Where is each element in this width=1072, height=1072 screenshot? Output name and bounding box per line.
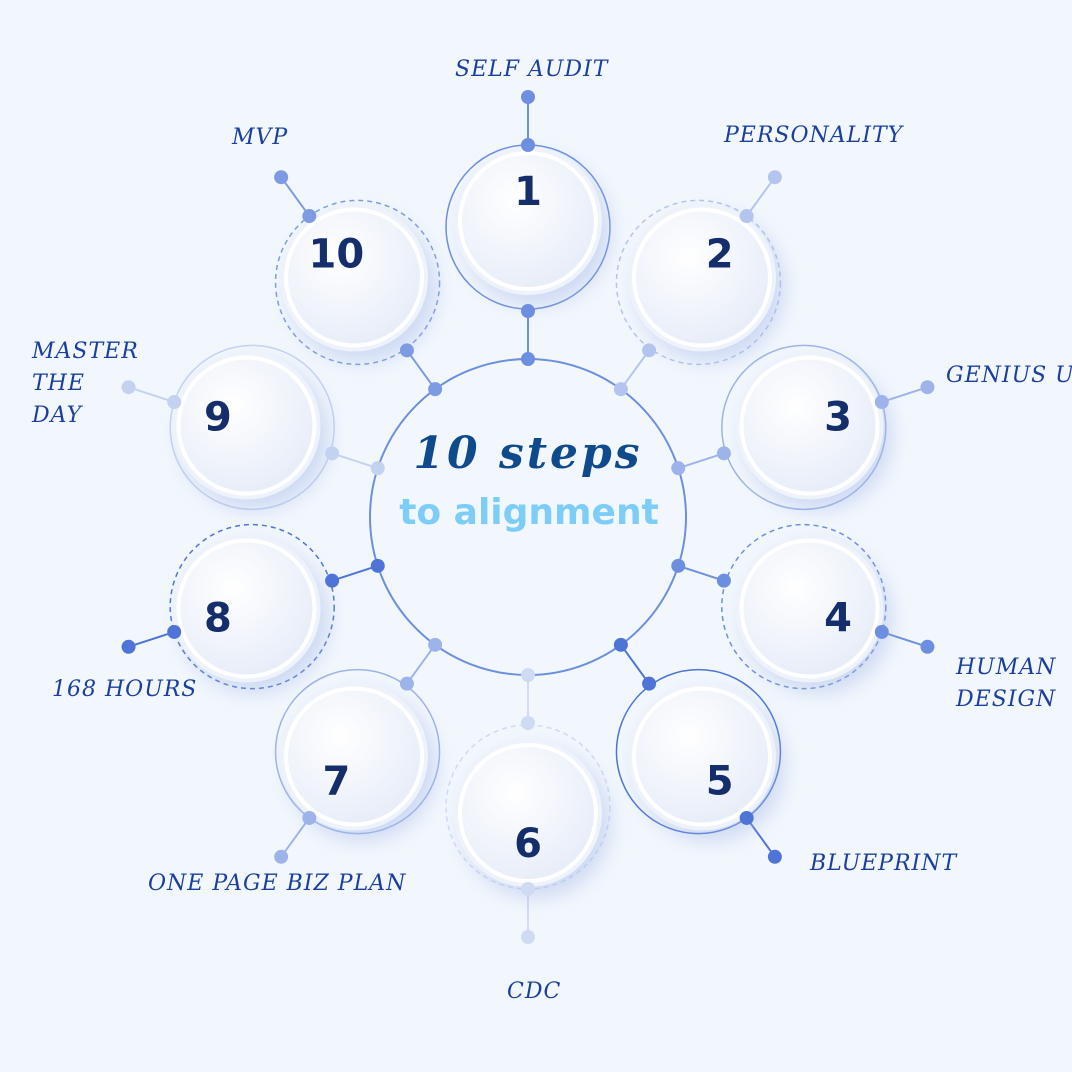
connector-dot [739,810,754,825]
connector-line [406,644,436,685]
connector-dot [767,170,782,185]
connector-dot [642,343,657,358]
label-step-7: ONE PAGE BIZ PLAN [148,871,407,896]
label-step-10: MVP [232,125,289,150]
connector-dot [739,209,754,224]
step-number-5: 5 [706,759,734,805]
connector-dot [121,639,136,654]
label-step-2: PERSONALITY [724,123,904,148]
label-step-9: MASTER THE DAY [32,339,139,428]
connector-dot [428,382,443,397]
connector-dot [521,882,535,896]
connector-dot [167,395,182,410]
step-disc [284,686,425,827]
label-step-4: HUMAN DESIGN [956,655,1057,712]
step-disc [284,207,425,348]
label-step-1: SELF AUDIT [455,57,609,82]
step-number-8: 8 [204,596,232,642]
step-number-10: 10 [309,231,365,277]
connector-dot [642,676,657,691]
step-number-4: 4 [824,596,852,642]
connector-dot [521,668,535,682]
connector-dot [716,573,731,588]
connector-dot [613,382,628,397]
step-ring [615,668,782,835]
connector-dot [767,849,782,864]
connector-dot [521,304,535,318]
label-step-3: GENIUS U [946,363,1072,388]
title-line-2: to alignment [399,492,659,533]
connector-dot [874,395,889,410]
connector-line [331,564,379,582]
connector-dot [521,138,535,152]
step-number-1: 1 [514,169,542,215]
connector-line [745,817,776,858]
connector-dot [613,637,628,652]
step-ring [721,344,887,511]
connector-dot [325,446,340,461]
connector-line [881,386,928,403]
step-disc [631,686,772,827]
step-disc [739,355,880,496]
connector-line [620,644,650,685]
connector-line [677,564,725,582]
connector-dot [521,716,535,730]
step-ring [169,523,335,690]
title-line-1: 10 steps [413,428,643,479]
connector-dot [302,810,317,825]
connector-dot [325,573,340,588]
connector-dot [167,624,182,639]
connector-dot [274,170,289,185]
connector-line [128,386,175,403]
step-disc [739,538,880,679]
connector-dot [874,624,889,639]
connector-dot [121,380,136,395]
step-disc [458,743,598,883]
connector-dot [521,930,535,944]
label-step-5: BLUEPRINT [810,851,958,876]
step-disc [176,538,317,679]
connector-dot [370,461,385,476]
connector-dot [671,461,686,476]
connector-line [881,631,928,648]
step-ring [274,668,441,835]
label-step-8: 168 HOURS [52,677,198,702]
step-ring [615,199,782,366]
connector-dot [370,558,385,573]
step-disc [631,207,772,348]
step-ring [169,344,335,511]
connector-dot [428,637,443,652]
step-number-7: 7 [322,759,350,805]
step-ring [274,199,441,366]
connector-dot [399,343,414,358]
connector-dot [274,849,289,864]
connector-line [677,452,725,470]
connector-dot [920,380,935,395]
connector-line [620,349,650,390]
connector-dot [302,209,317,224]
connector-line [280,176,311,217]
connector-dot [521,352,535,366]
connector-dot [671,558,686,573]
label-step-6: CDC [507,979,562,1004]
connector-dot [920,639,935,654]
connector-line [406,349,436,390]
connector-line [280,817,311,858]
step-number-3: 3 [824,394,852,440]
connector-dot [716,446,731,461]
step-disc [458,151,598,291]
step-disc [176,355,317,496]
connector-dot [521,90,535,104]
connector-line [128,631,175,648]
step-number-2: 2 [706,231,734,277]
connector-line [745,176,776,217]
connector-dot [399,676,414,691]
step-number-9: 9 [204,394,232,440]
step-ring [721,523,887,690]
connector-line [331,452,379,470]
step-number-6: 6 [514,821,542,867]
